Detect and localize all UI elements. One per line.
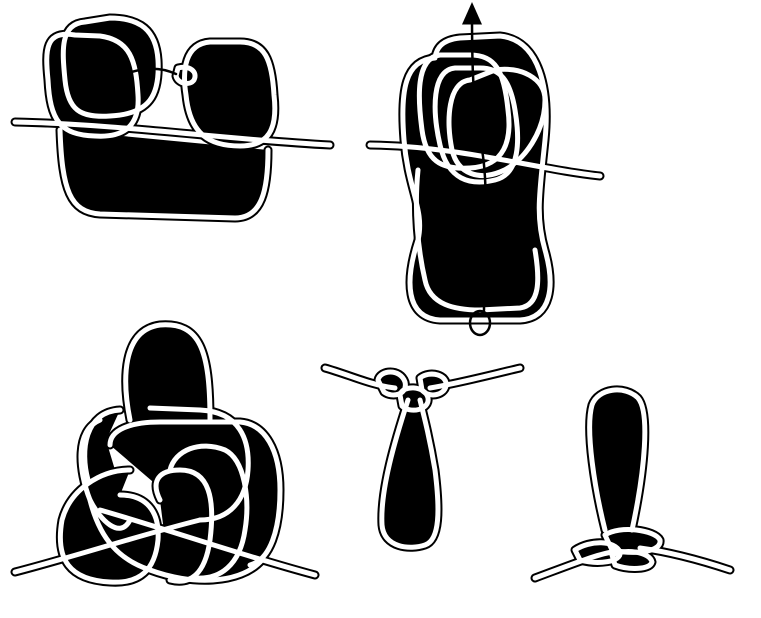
rope-ring <box>468 309 492 337</box>
step-1-rope-loops <box>15 18 330 218</box>
step-2-rope-loops <box>370 2 600 337</box>
step-4-tightened-knot <box>325 368 520 547</box>
step-3-rope-loops <box>15 325 315 582</box>
arrow-icon <box>82 67 178 92</box>
arrow-up-icon <box>462 2 488 312</box>
step-5-finished-knot <box>535 390 730 578</box>
